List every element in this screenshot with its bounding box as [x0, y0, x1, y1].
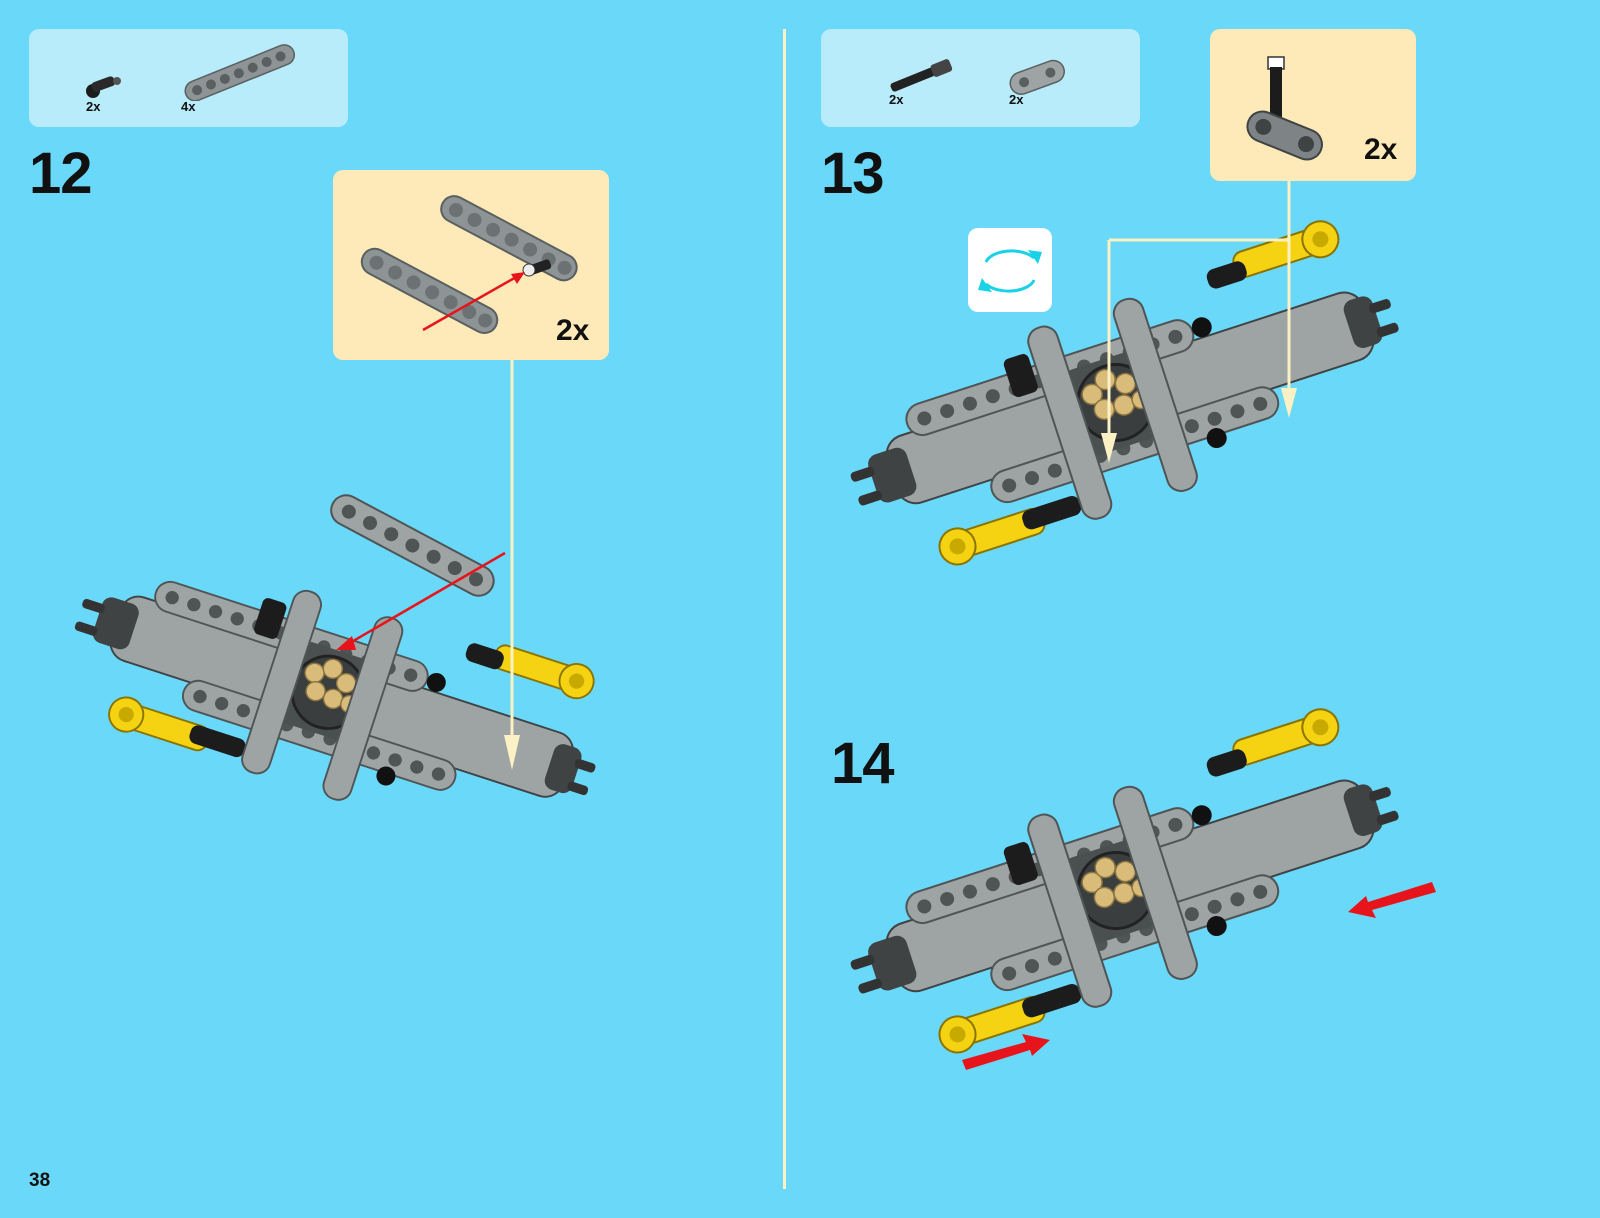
page-number: 38 [29, 1170, 50, 1192]
step-14-model [820, 696, 1426, 1077]
step-12-model [0, 378, 676, 1009]
step-12-loose-beam [326, 490, 499, 601]
step-13-model [820, 208, 1426, 589]
